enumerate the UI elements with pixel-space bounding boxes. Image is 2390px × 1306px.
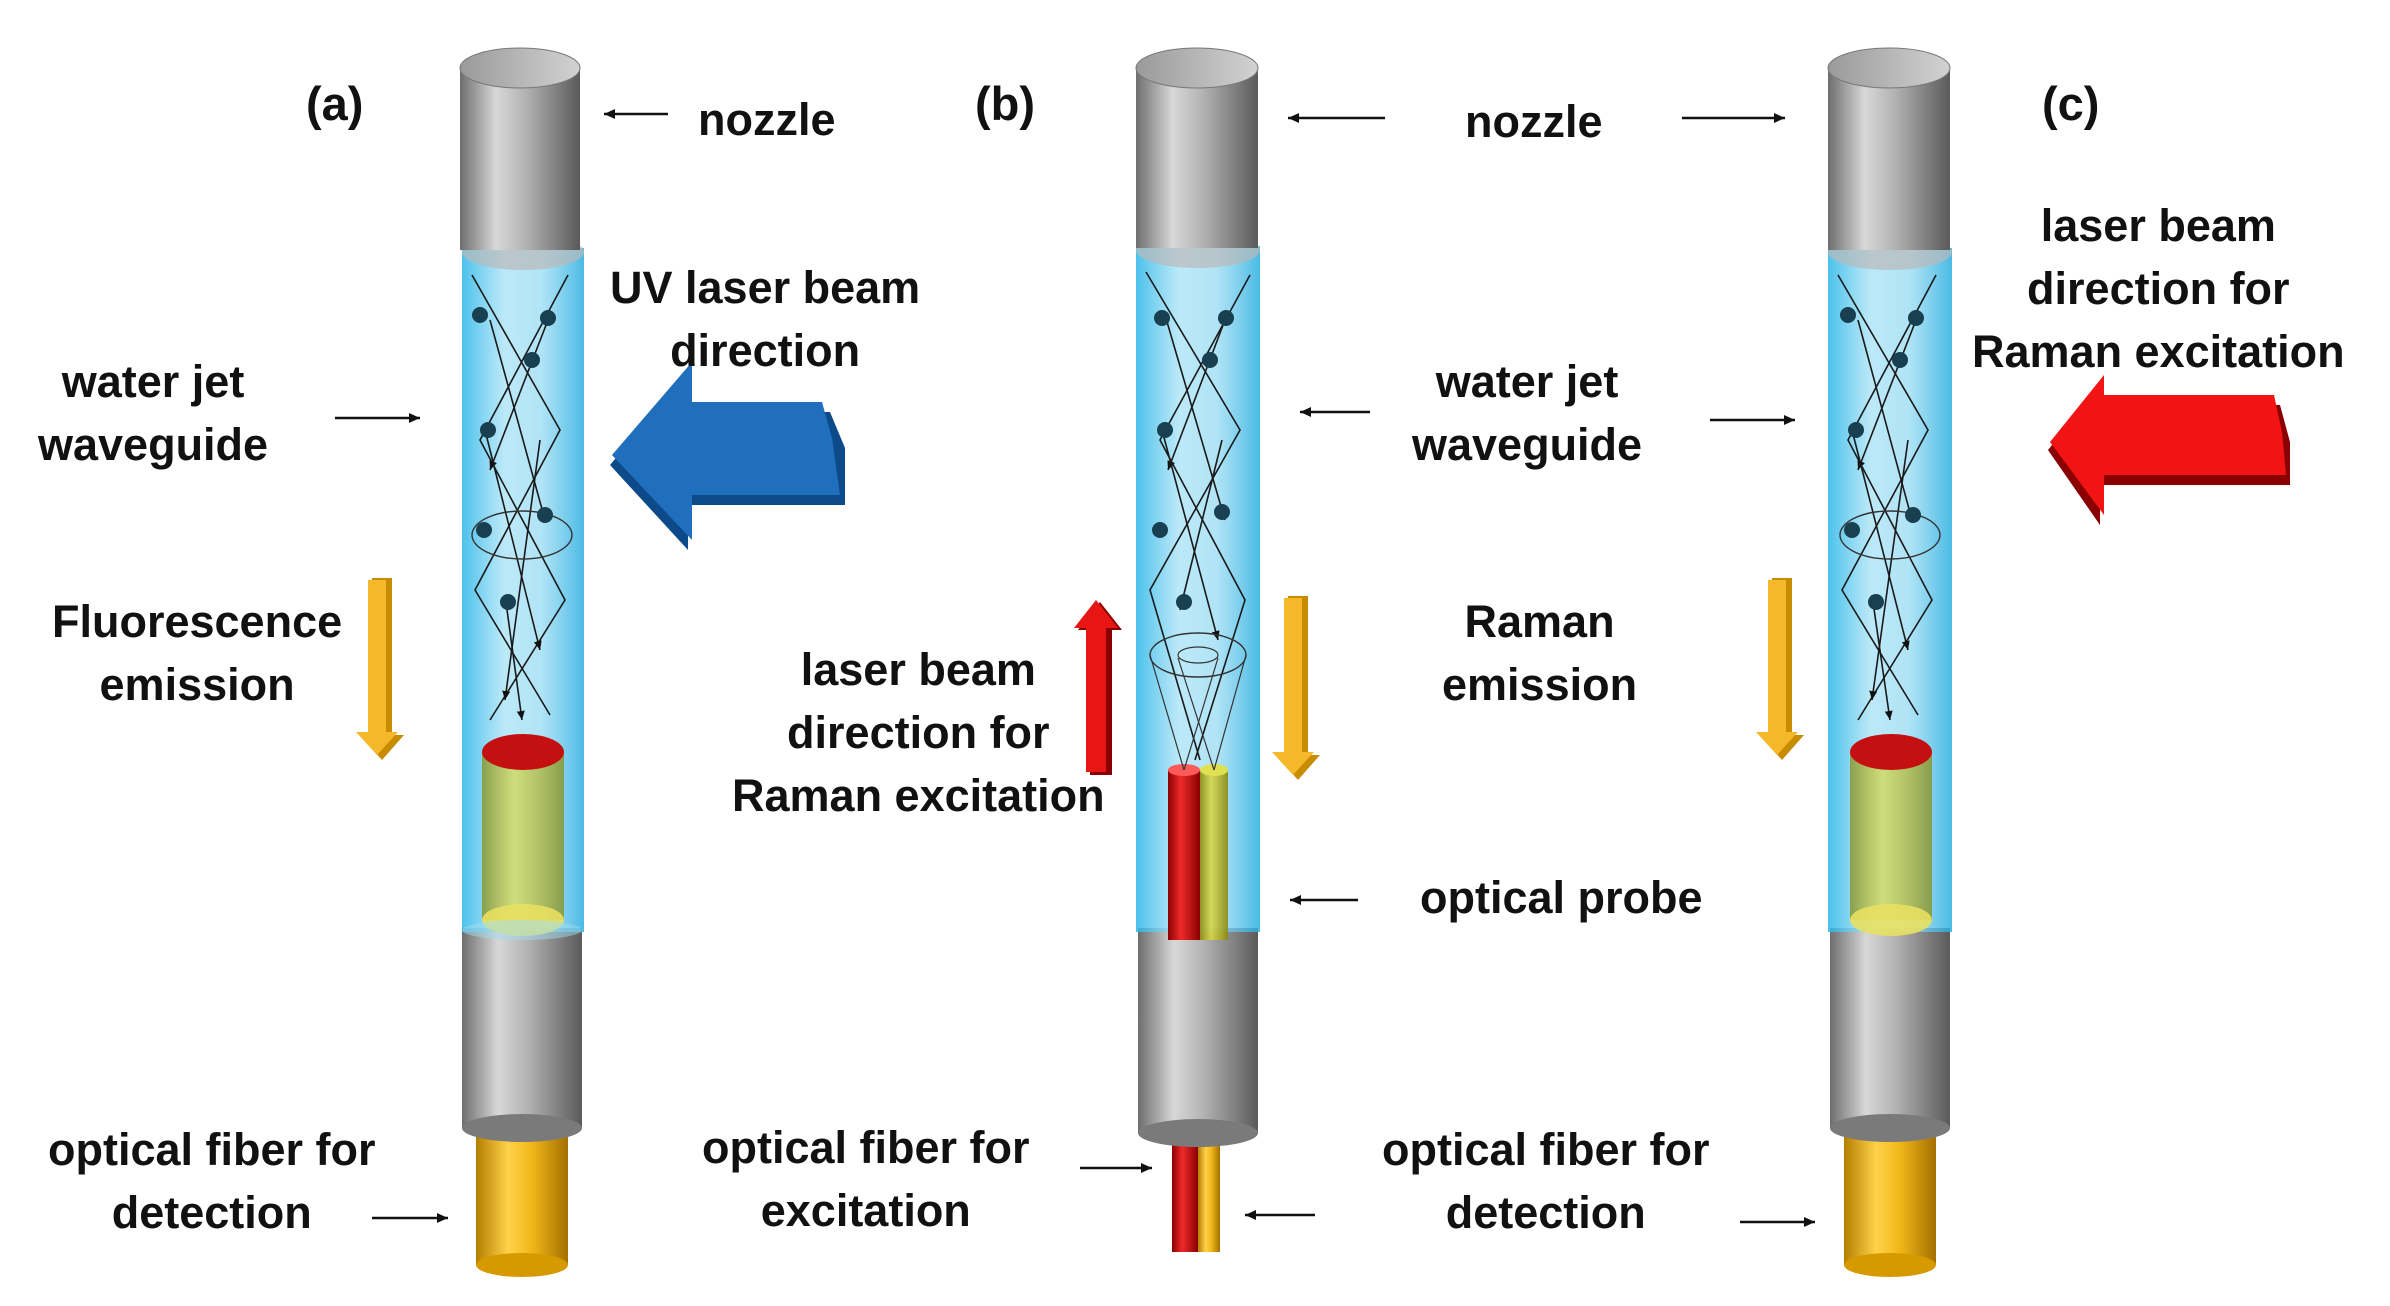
fiber-label-shared-line2: detection xyxy=(1445,1187,1646,1238)
laser-label-c: laser beam direction for Raman excitatio… xyxy=(1972,194,2345,383)
panel-a-label: (a) xyxy=(306,77,364,130)
panel-c-label: (c) xyxy=(2042,77,2100,130)
fiber-label-b: optical fiber for excitation xyxy=(702,1116,1030,1242)
laser-label-b-line2: direction for xyxy=(787,707,1050,758)
nozzle-label-a: nozzle xyxy=(698,94,836,145)
fiber-label-a: optical fiber for detection xyxy=(48,1118,376,1244)
panel-b-jet xyxy=(1135,47,1260,1252)
nozzle-label-shared: nozzle xyxy=(1465,96,1603,147)
panel-b-label: (b) xyxy=(975,77,1036,130)
fiber-label-shared-line1: optical fiber for xyxy=(1382,1124,1710,1175)
laser-label-b-line3: Raman excitation xyxy=(732,770,1105,821)
waveguide-label-a-line1: water jet xyxy=(61,356,245,407)
fluorescence-label-line2: emission xyxy=(99,659,295,710)
waveguide-label-shared-line2: waveguide xyxy=(1412,419,1643,470)
panel-c-arrows xyxy=(1756,375,2290,760)
waveguide-label-a-line2: waveguide xyxy=(38,419,269,470)
fiber-label-shared: optical fiber for detection xyxy=(1382,1118,1710,1244)
laser-label-b: laser beam direction for Raman excitatio… xyxy=(732,638,1105,827)
optical-probe-label: optical probe xyxy=(1420,872,1703,923)
laser-label-c-line1: laser beam xyxy=(2040,200,2276,251)
fluorescence-label: Fluorescence emission xyxy=(52,590,342,716)
raman-emission-label-line2: emission xyxy=(1442,659,1638,710)
panel-c-jet xyxy=(1827,47,1952,1277)
raman-emission-label: Raman emission xyxy=(1442,590,1637,716)
fiber-label-a-line1: optical fiber for xyxy=(48,1124,376,1175)
laser-label-b-line1: laser beam xyxy=(800,644,1036,695)
fiber-label-b-line2: excitation xyxy=(760,1185,971,1236)
fiber-label-a-line2: detection xyxy=(111,1187,312,1238)
waveguide-label-a: water jet waveguide xyxy=(38,350,268,476)
fiber-label-b-line1: optical fiber for xyxy=(702,1122,1030,1173)
uv-laser-label: UV laser beam direction xyxy=(610,256,920,382)
laser-label-c-line3: Raman excitation xyxy=(1972,326,2345,377)
laser-label-c-line2: direction for xyxy=(2027,263,2290,314)
panel-b-arrows xyxy=(1074,113,1815,1227)
uv-laser-label-line1: UV laser beam xyxy=(610,262,921,313)
panel-a-jet xyxy=(459,47,584,1277)
panel-a-arrows xyxy=(335,109,845,1223)
uv-laser-label-line2: direction xyxy=(670,325,861,376)
raman-emission-label-line1: Raman xyxy=(1464,596,1615,647)
waveguide-label-shared-line1: water jet xyxy=(1435,356,1619,407)
waveguide-label-shared: water jet waveguide xyxy=(1412,350,1642,476)
fluorescence-label-line1: Fluorescence xyxy=(52,596,343,647)
